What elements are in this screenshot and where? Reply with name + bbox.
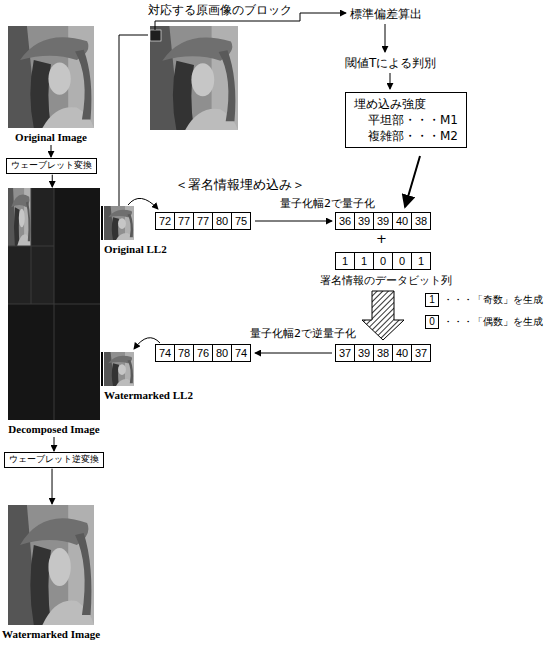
reference-photo: [150, 26, 238, 130]
flow-arrow: [255, 221, 332, 222]
flow-arrow: [128, 198, 158, 209]
table-cell: 80: [212, 344, 232, 362]
hatched-arrow: [362, 291, 404, 340]
table-cell: 80: [212, 212, 232, 230]
table-cell: 77: [174, 212, 194, 230]
table-cell: 39: [354, 344, 374, 362]
image-caption: Decomposed Image: [8, 422, 100, 436]
step-label: 閾値Tによる判別: [345, 55, 436, 72]
decomposed-photo: [8, 188, 100, 420]
table-cell: 0: [392, 252, 412, 270]
table-cell: 39: [373, 212, 393, 230]
image-caption: Watermarked LL2: [104, 388, 193, 402]
image-caption: Original Image: [8, 130, 94, 144]
ll2-marker: [101, 352, 103, 386]
process-box: ウェーブレット変換: [6, 158, 97, 174]
bit-sample: 0: [425, 315, 439, 329]
table-cell: 1: [335, 252, 355, 270]
image-panel: Decomposed Image: [8, 188, 100, 436]
original-photo: [8, 26, 94, 128]
table-cell: 74: [155, 344, 175, 362]
flow-arrow: [385, 24, 386, 52]
flow-arrow: [405, 156, 420, 207]
strength-box: 埋め込み強度平坦部・・・M1複雑部・・・M2: [345, 92, 467, 148]
subband-line: [8, 246, 54, 247]
image-panel: Original Image: [8, 26, 94, 144]
table-cell: 37: [335, 344, 355, 362]
step-label: 標準偏差算出: [350, 6, 422, 23]
table-cell: 77: [193, 212, 213, 230]
table-cell: 1: [354, 252, 374, 270]
leader-line: [119, 35, 148, 206]
ll2-subband: [8, 188, 31, 246]
row-caption: 署名情報のデータビット列: [320, 273, 452, 288]
table-cell: 78: [174, 344, 194, 362]
table-cell: 0: [373, 252, 393, 270]
table-cell: 74: [231, 344, 251, 362]
table-cell: 75: [231, 212, 251, 230]
flow-arrow: [390, 73, 391, 89]
bit-note: ・・・「偶数」を生成: [443, 315, 543, 329]
bit-note: ・・・「奇数」を生成: [443, 293, 543, 307]
watermarked-photo: [8, 505, 94, 625]
subband-region: [8, 188, 54, 304]
section-heading: ＜署名情報埋め込み＞: [175, 176, 305, 194]
flow-arrow: [255, 353, 332, 354]
panel-item: 複雑部・・・M2: [354, 128, 458, 144]
image-caption: Watermarked Image: [2, 627, 100, 641]
table-cell: 1: [411, 252, 431, 270]
image-panel: Watermarked Image: [2, 505, 100, 641]
table-cell: 36: [335, 212, 355, 230]
ll2-thumbnail: [104, 352, 134, 386]
block-marker: [150, 30, 161, 41]
box-label: ウェーブレット変換: [11, 160, 92, 172]
ll2-thumbnail: [104, 206, 134, 240]
table-cell: 72: [155, 212, 175, 230]
bit-sample: 1: [425, 293, 439, 307]
table-cell: 40: [392, 212, 412, 230]
box-label: ウェーブレット逆変換: [9, 454, 99, 466]
flow-arrow: [54, 437, 55, 451]
table-cell: 39: [354, 212, 374, 230]
subband-line: [8, 304, 100, 305]
table-cell: 38: [373, 344, 393, 362]
flow-arrow: [52, 175, 53, 187]
image-caption: Original LL2: [104, 242, 167, 256]
table-cell: 40: [392, 344, 412, 362]
flow-arrow: [52, 469, 53, 504]
process-box: ウェーブレット逆変換: [4, 452, 104, 468]
step-label: 量子化幅2で逆量子化: [250, 326, 356, 341]
ll2-marker: [101, 206, 103, 240]
table-cell: 76: [193, 344, 213, 362]
panel-item: 平坦部・・・M1: [354, 112, 458, 128]
panel-heading: 埋め込み強度: [354, 96, 458, 112]
table-cell: 38: [411, 212, 431, 230]
flow-arrow: [51, 145, 52, 157]
block-caption: 対応する原画像のブロック: [148, 2, 292, 19]
step-label: 量子化幅2で量子化: [280, 196, 375, 211]
table-cell: 37: [411, 344, 431, 362]
operator-symbol: +: [376, 231, 387, 246]
